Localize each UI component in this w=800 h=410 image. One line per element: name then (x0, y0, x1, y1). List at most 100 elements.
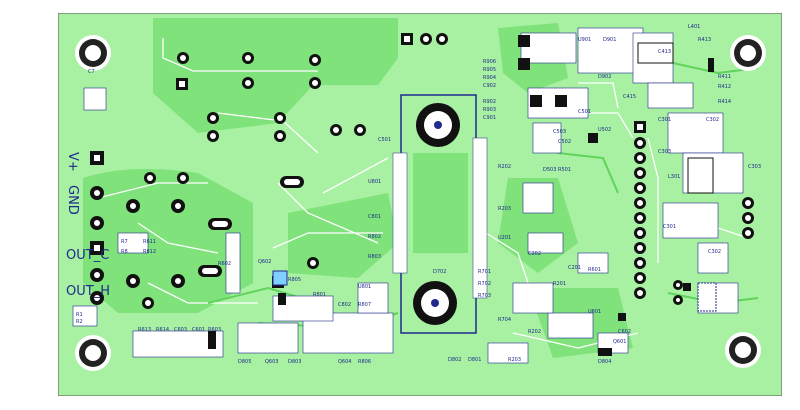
label-d503: D503 (543, 167, 556, 173)
label-r701: R701 (478, 269, 491, 275)
power-terminal-pads (90, 151, 104, 305)
label-d702: R203 (508, 357, 521, 363)
component-label-group: R7 R8 R1 R2 C7 R613 R614 C603 C601 R603 … (76, 24, 761, 365)
label-c601: C601 (192, 327, 205, 333)
label-r501: C502 (558, 139, 571, 145)
label-r601: R601 (588, 267, 601, 273)
label-u901: U901 (578, 37, 591, 43)
label-r8: R8 (121, 249, 128, 255)
label-r806: R806 (358, 359, 371, 365)
label-r413: R413 (698, 37, 711, 43)
label-r502: R501 (558, 167, 571, 173)
label-r202: R202 (498, 164, 511, 170)
label-r201: R201 (553, 281, 566, 287)
label-r302: C302 (708, 249, 721, 255)
label-d801: D801 (468, 357, 481, 363)
label-u201: U201 (498, 235, 511, 241)
side-label-group: V+ GND OUT_C OUT_H (65, 152, 110, 299)
mounting-hole-top-right (730, 35, 766, 71)
label-d803: D803 (288, 359, 301, 365)
through-hole-pads (126, 33, 448, 309)
label-c202: C202 (528, 251, 541, 257)
label-r902: R902 (483, 99, 496, 105)
label-c413: C413 (658, 49, 671, 55)
right-pin-header (634, 121, 646, 299)
label-r703: R703 (478, 293, 491, 299)
label-c201: C201 (568, 265, 581, 271)
label-r904: R904 (483, 75, 496, 81)
label-r903: R903 (483, 107, 496, 113)
label-r905: R905 (483, 67, 496, 73)
label-q603: Q603 (265, 359, 278, 365)
label-r613: R613 (138, 327, 151, 333)
mounting-hole-bottom-right (725, 332, 761, 368)
label-gnd: GND (65, 185, 80, 215)
label-r301: C303 (658, 149, 671, 155)
copper-pour-top (153, 18, 398, 133)
label-c501: C501 (578, 109, 591, 115)
label-r414: R414 (718, 99, 731, 105)
label-r807: R807 (358, 302, 371, 308)
label-r203: R203 (498, 206, 511, 212)
label-r906: R906 (483, 59, 496, 65)
pcb-board: R7 R8 R1 R2 C7 R613 R614 C603 C601 R603 … (58, 13, 782, 396)
label-u801: D702 (433, 269, 446, 275)
label-l401: L401 (688, 24, 700, 30)
label-q604: Q604 (338, 359, 351, 365)
label-d701: R202 (528, 329, 541, 335)
label-c603: C603 (174, 327, 187, 333)
label-q601: Q601 (613, 339, 626, 345)
label-r2: R2 (76, 319, 83, 325)
mounting-hole-top-left (75, 35, 111, 71)
label-c415: C415 (623, 94, 636, 100)
label-r804: R803 (368, 254, 381, 260)
label-r604: R603 (208, 327, 221, 333)
label-c503: C503 (553, 129, 566, 135)
label-r611: R611 (143, 239, 156, 245)
label-q602: Q602 (258, 259, 271, 265)
label-r612: R612 (143, 249, 156, 255)
label-d902: D902 (598, 74, 611, 80)
right-small-pads (673, 197, 754, 305)
label-c901: C901 (483, 115, 496, 121)
label-d804: D804 (598, 359, 611, 365)
copper-pour-center (288, 193, 398, 278)
label-c902: C902 (483, 83, 496, 89)
label-r603: R602 (218, 261, 231, 267)
label-r805: R805 (288, 277, 301, 283)
smd-pads-dark (208, 35, 714, 356)
label-c801: U801 (358, 284, 371, 290)
label-c602: C602 (618, 329, 631, 335)
label-r702: R702 (478, 281, 491, 287)
label-v-plus: V+ (65, 152, 80, 172)
label-c802: C801 (368, 214, 381, 220)
oval-slots (198, 176, 304, 277)
label-d802: D802 (448, 357, 461, 363)
label-u301: L301 (668, 174, 680, 180)
label-r704: R704 (498, 317, 511, 323)
label-d805: D805 (238, 359, 251, 365)
transformer-ring-top (416, 103, 460, 147)
label-r411: R411 (718, 74, 731, 80)
label-c301b: C301 (663, 224, 676, 230)
label-r7: R7 (121, 239, 128, 245)
label-out-c: OUT_C (66, 248, 109, 263)
label-c7: C7 (88, 69, 95, 75)
ic-chips (272, 42, 717, 312)
label-r802: R801 (313, 292, 326, 298)
mounting-hole-bottom-left (75, 335, 111, 371)
label-c303: C303 (748, 164, 761, 170)
label-u601: U601 (588, 309, 601, 315)
label-d901: D901 (603, 37, 616, 43)
transformer-ring-bottom (413, 281, 457, 325)
label-c502: C501 (378, 137, 391, 143)
label-u502: U502 (598, 127, 611, 133)
label-r801: C802 (338, 302, 351, 308)
label-c301: C301 (658, 117, 671, 123)
label-c801b: U801 (368, 179, 381, 185)
label-r412: R412 (718, 84, 731, 90)
label-r1: R1 (76, 312, 83, 318)
transformer-pins (392, 137, 488, 299)
label-r803: R802 (368, 234, 381, 240)
label-r614: R614 (156, 327, 169, 333)
